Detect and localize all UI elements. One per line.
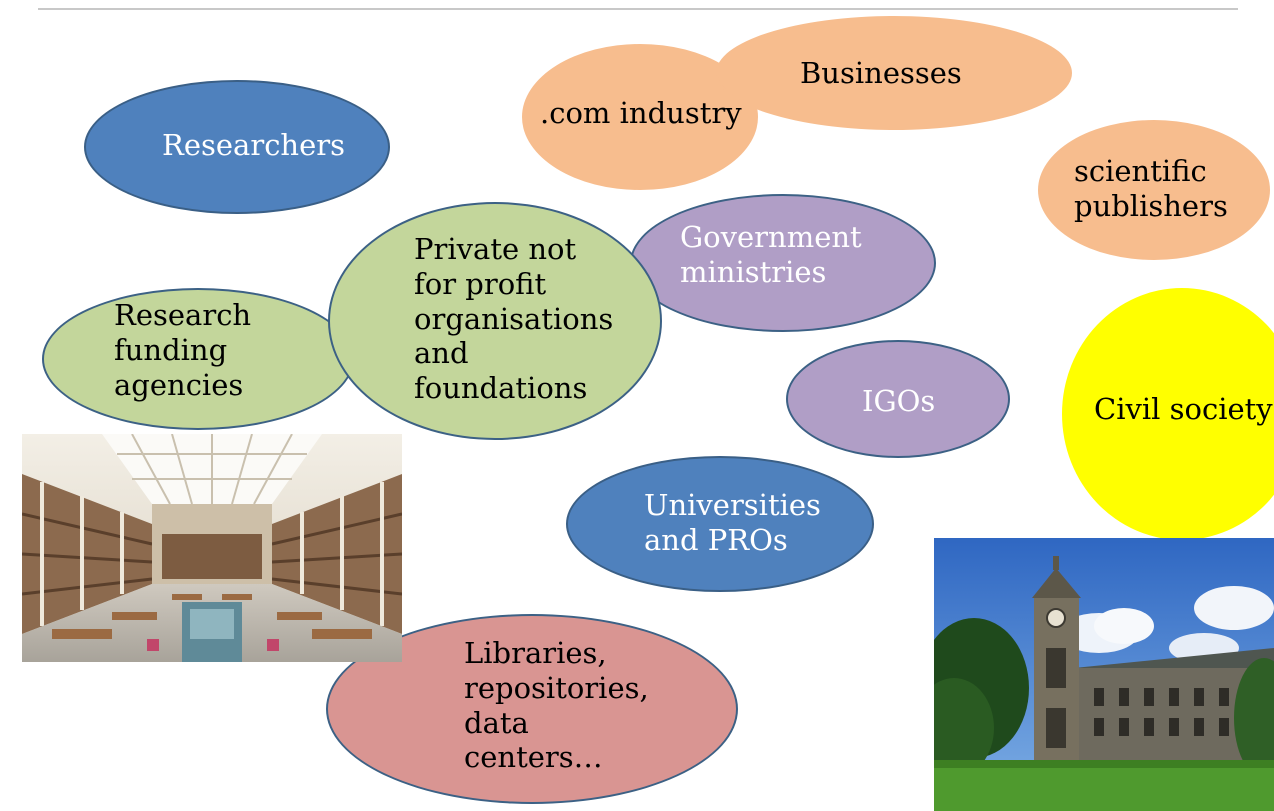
businesses-bubble [716,16,1072,130]
government-ministries-bubble [630,194,936,332]
libraries-label: Libraries, repositories, data centers… [464,636,649,775]
private-not-for-profit-bubble [328,202,662,440]
civil-society-bubble [1062,288,1274,540]
researchers-label: Researchers [162,128,346,162]
university-building-photo [934,538,1274,811]
government-ministries-label: Government ministries [680,220,862,289]
com-industry-label: .com industry [540,96,742,130]
igos-bubble [786,340,1010,458]
businesses-label: Businesses [800,56,962,90]
igos-label: IGOs [862,384,936,418]
library-interior-photo [22,434,402,662]
research-funding-bubble [42,288,354,430]
universities-bubble [566,456,874,592]
scientific-publishers-label: scientific publishers [1074,154,1228,223]
private-not-for-profit-label: Private not for profit organisations and… [414,232,614,406]
top-divider [38,8,1238,10]
scientific-publishers-bubble [1038,120,1270,260]
civil-society-label: Civil society [1094,392,1273,426]
research-funding-label: Research funding agencies [114,298,252,402]
researchers-bubble [84,80,390,214]
universities-label: Universities and PROs [644,488,821,557]
